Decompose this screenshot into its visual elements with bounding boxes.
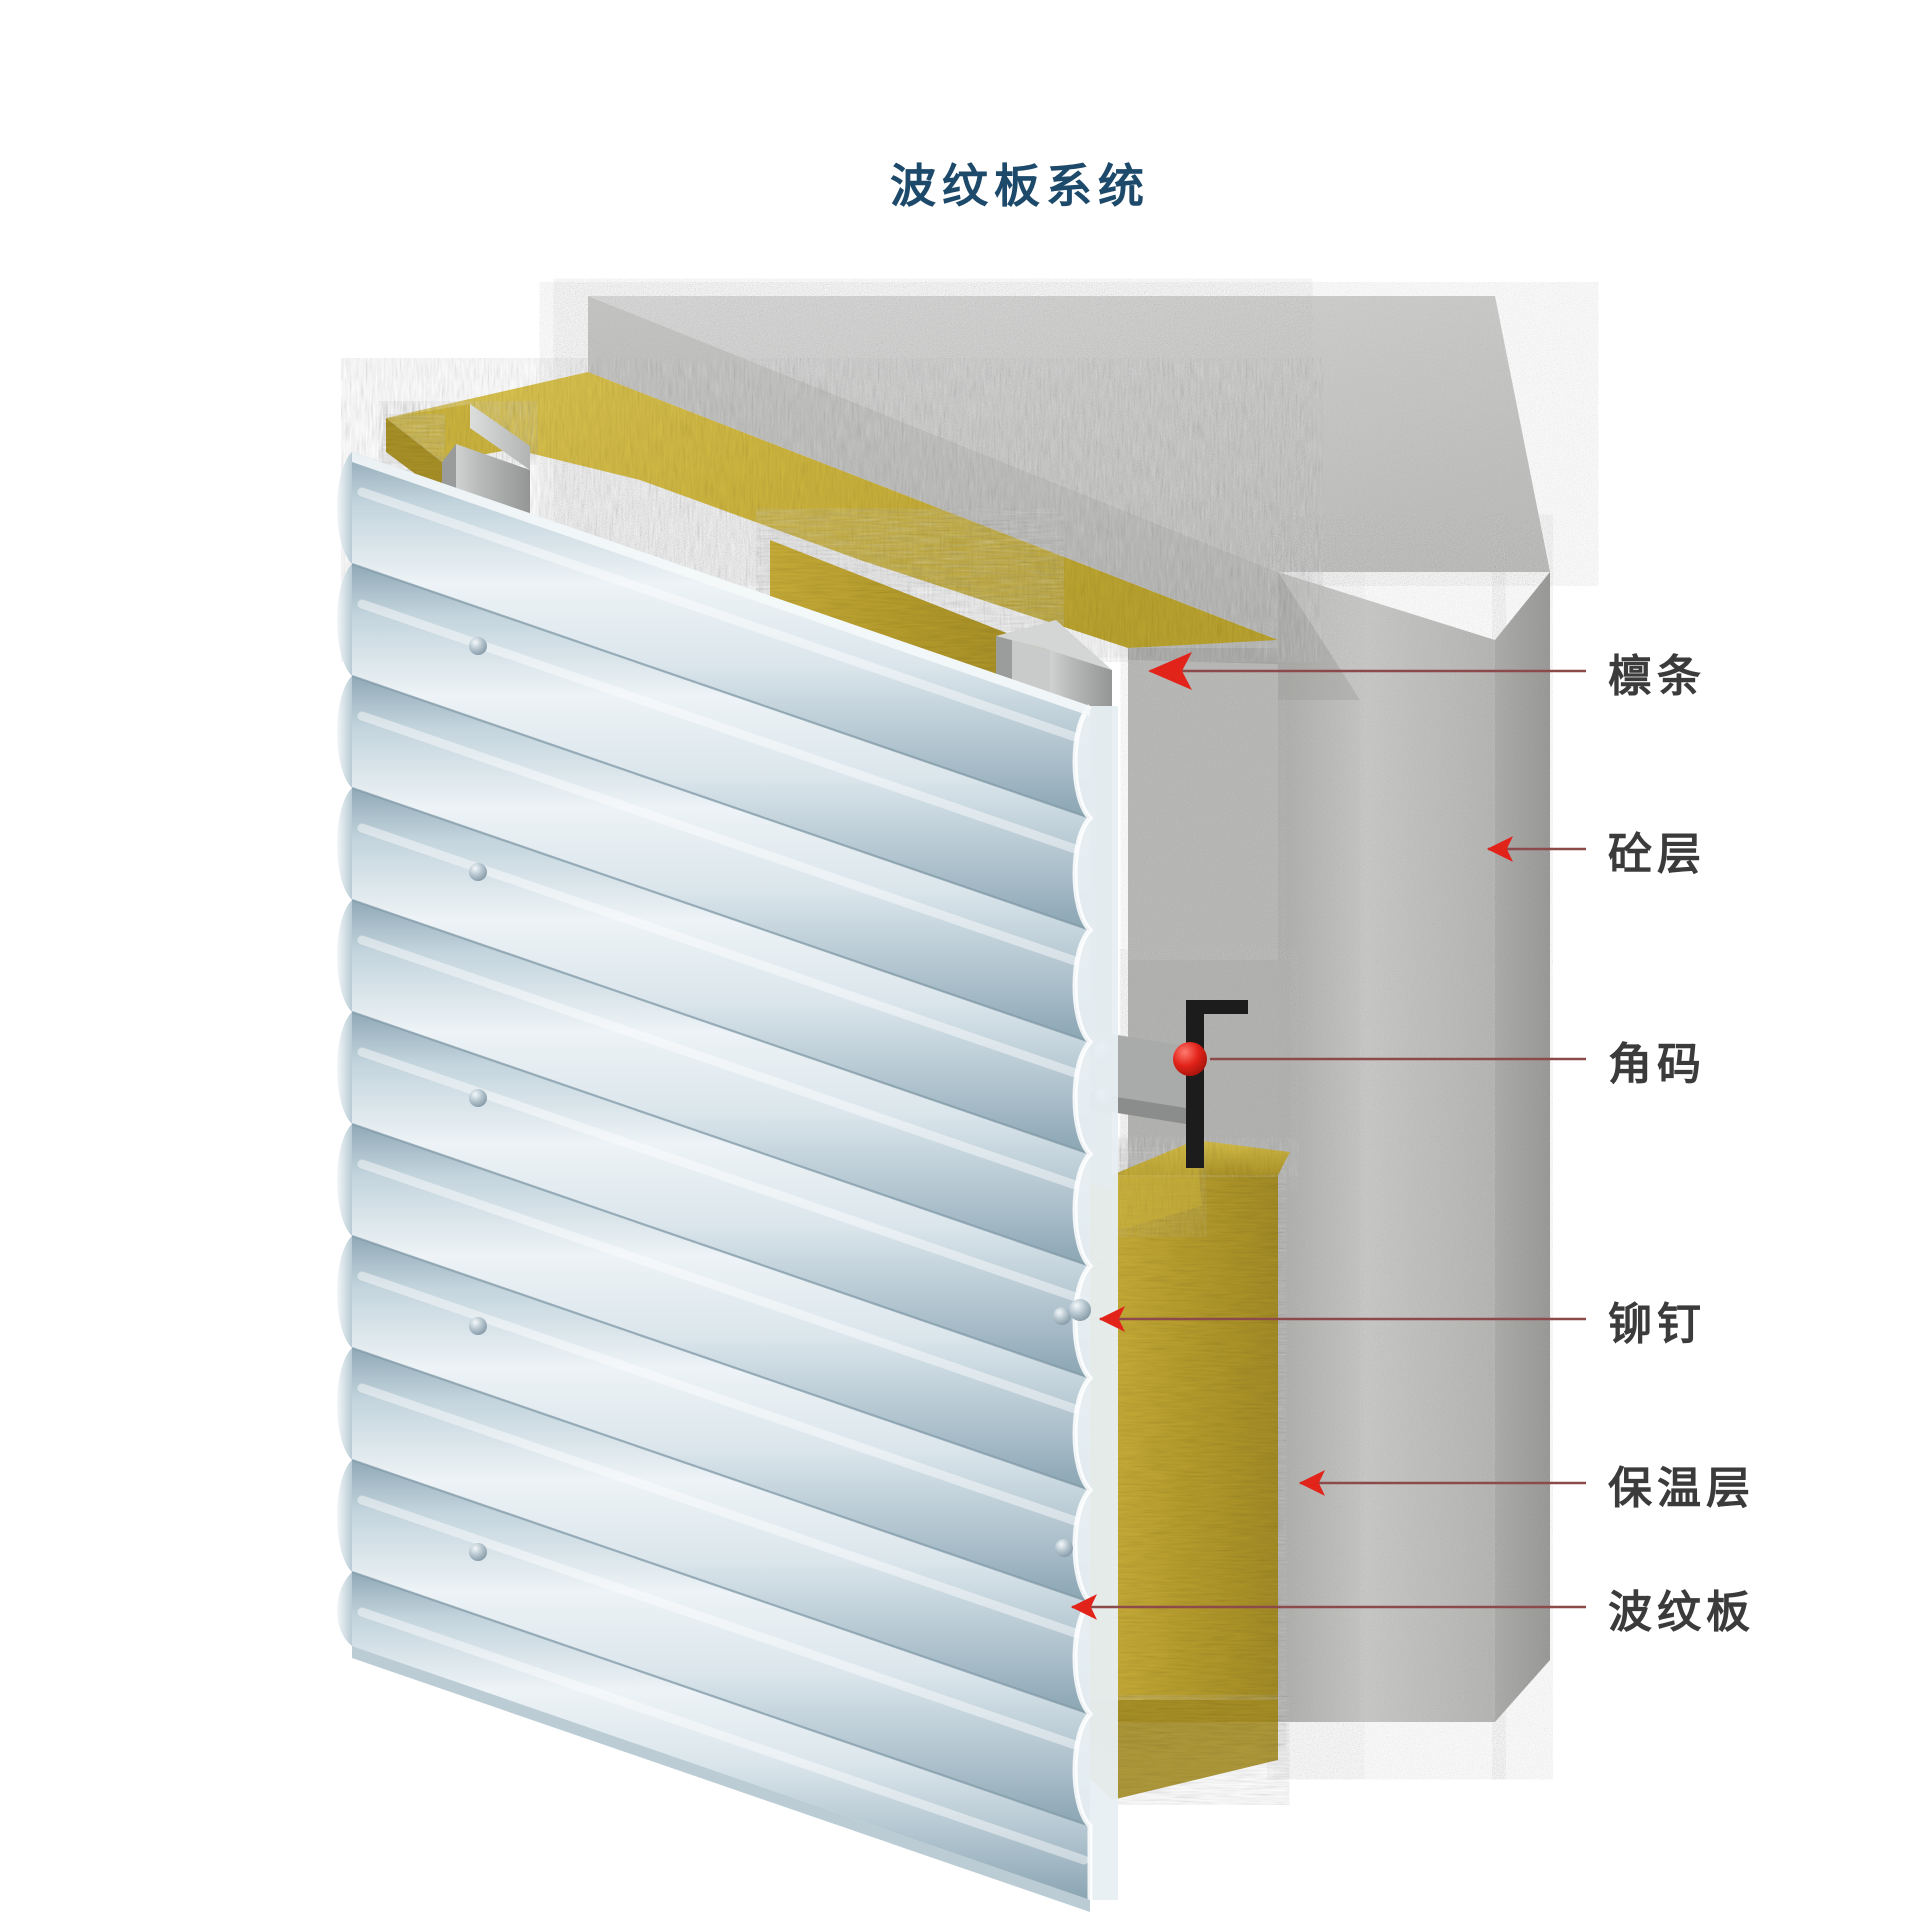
corner-bracket-vertical-leg [1186,1000,1204,1168]
purlin-top-notch-head [470,404,530,470]
bracket-marker-dot [1173,1042,1207,1076]
insulation-top-left-segment [386,404,530,462]
purlin-top-cap [996,620,1112,670]
label-rivet-text: 铆钉 [1608,1299,1706,1350]
label-insulation: 保温层 [1608,1452,1755,1516]
concrete-corner-shadow [1278,572,1360,700]
label-corner-bracket: 角码 [1608,1028,1706,1092]
concrete-wall-right-face [1495,572,1550,1722]
insulation-top-face [386,372,1278,648]
arrowhead-purlin [1148,652,1192,690]
label-insulation-text: 保温层 [1608,1463,1755,1514]
corrugated-panel-bottom-edge [352,1646,1090,1912]
label-concrete-text: 砼层 [1608,829,1706,880]
rivet-label-target [1069,1299,1091,1321]
title-text: 波纹板系统 [890,159,1150,213]
label-purlin-text: 檩条 [1608,651,1706,702]
insulation-lower-block-face [1112,1175,1278,1722]
corrugated-panel-top-lip [352,452,1090,716]
corrugated-panel-right-cut-edge [1072,704,1118,1900]
label-corner-bracket-text: 角码 [1608,1039,1706,1090]
label-leader-lines [1070,669,1586,1620]
concrete-bevel-strip [1278,572,1360,1722]
label-purlin: 檩条 [1608,640,1706,704]
insulation-notch-cap-left [386,418,442,494]
label-corrugated-panel-text: 波纹板 [1608,1587,1755,1638]
label-concrete: 砼层 [1608,818,1706,882]
corrugated-panel-group [337,452,1118,1912]
purlin-top-notch-web [456,444,530,514]
corrugated-panel-waves [351,452,1091,1900]
concrete-slab-front-band [588,296,1278,640]
corrugated-panel-left-edge [337,452,352,1646]
panel-rivets [469,637,1073,1561]
label-rivet: 铆钉 [1608,1288,1706,1352]
page-title: 波纹板系统 [0,150,1920,216]
corner-bracket-horizontal-leg [1186,1000,1248,1014]
label-corrugated-panel: 波纹板 [1608,1576,1755,1640]
concrete-wall-block [588,296,1550,1722]
insulation-lower-block-bevel [1112,1140,1202,1232]
concrete-slab-top-face [588,296,1550,572]
concrete-inner-face-bracket [1128,960,1290,1180]
